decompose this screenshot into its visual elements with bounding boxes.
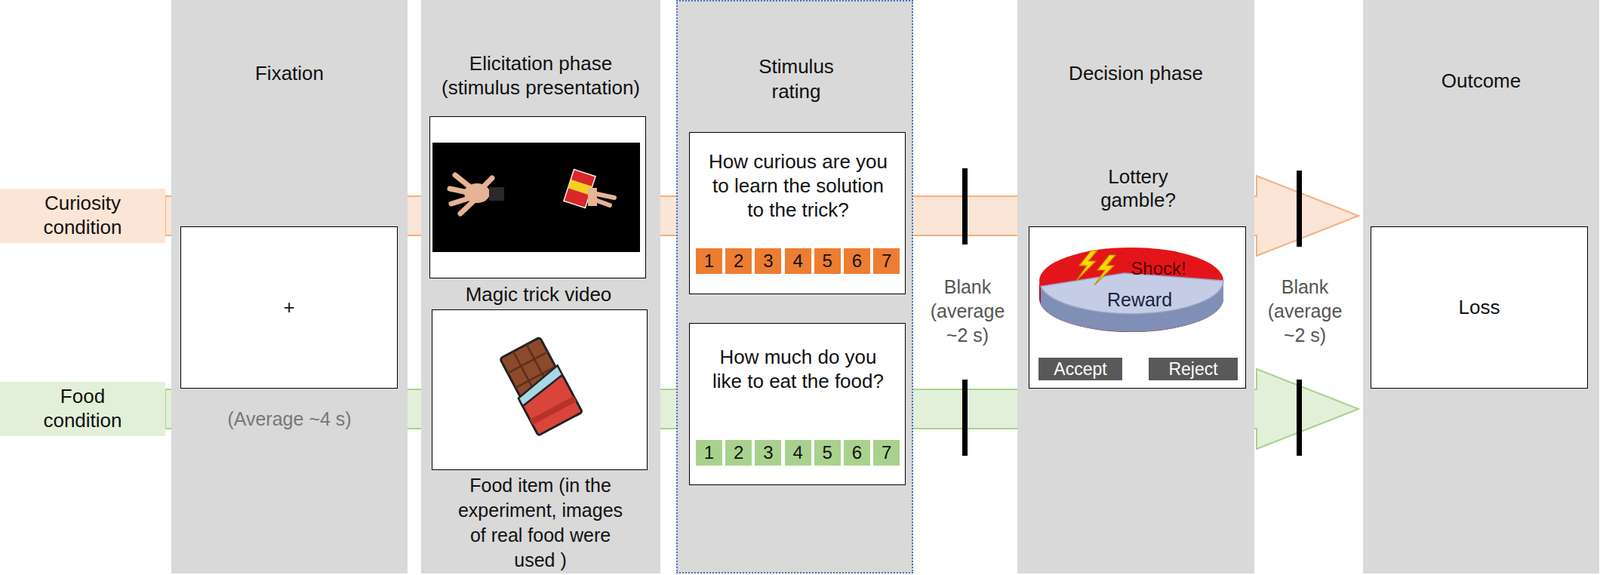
rating-option: 7	[873, 440, 900, 466]
blank-marker	[962, 168, 968, 245]
node-text: 7	[873, 249, 900, 272]
rating-box: How curious are you to learn the solutio…	[689, 132, 906, 295]
outcome-box: Loss	[1370, 226, 1588, 389]
node-text: Magic trick video	[425, 283, 653, 308]
rating-option: 6	[843, 248, 871, 274]
phase-column: Stimulus ratingHow curious are you to le…	[676, 0, 914, 574]
rating-option: 1	[695, 248, 723, 274]
interval-note: Blank (average ~2 s)	[922, 274, 1013, 348]
blank-marker	[1296, 170, 1302, 247]
stimulus-box: Food item (in the experiment, images of …	[431, 309, 648, 471]
screen-box: +	[180, 226, 398, 389]
node-text: 6	[843, 441, 871, 464]
node-text: 5	[814, 441, 841, 464]
interval-note: Blank (average ~2 s)	[1255, 274, 1354, 348]
node-text: How curious are you to learn the solutio…	[704, 149, 893, 222]
rating-option: 6	[843, 440, 871, 466]
node-text: Decision phase	[1022, 61, 1250, 87]
phase-column: Fixation (Average ~4 s) +	[171, 0, 408, 574]
rating-option: 3	[754, 440, 782, 466]
choice-button: Accept	[1038, 357, 1123, 381]
node-text: Accept	[1038, 358, 1123, 380]
rating-option: 4	[784, 440, 812, 466]
rating-option: 4	[784, 248, 812, 274]
rating-option: 5	[814, 440, 841, 466]
phase-column: Decision phaseLottery gamble? Accept Rejec…	[1017, 0, 1255, 574]
node-text: Elicitation phase (stimulus presentation…	[427, 51, 655, 100]
rating-option: 3	[754, 248, 782, 274]
node-text: Food condition	[22, 384, 144, 433]
phase-column: Elicitation phase (stimulus presentation…	[421, 0, 661, 574]
node-text: Lottery gamble?	[1089, 165, 1188, 213]
decision-box: Lottery gamble?AcceptReject	[1028, 226, 1247, 389]
phase-column: OutcomeLoss	[1363, 0, 1600, 574]
rating-option: 2	[725, 248, 752, 274]
node-text: 5	[814, 249, 841, 272]
blank-marker	[1296, 379, 1302, 456]
node-text: 3	[754, 249, 782, 272]
node-text: 6	[843, 249, 871, 272]
node-subtext: (Average ~4 s)	[184, 407, 396, 431]
node-text: 7	[873, 441, 900, 464]
node-text: Food item (in the experiment, images of …	[449, 473, 631, 573]
node-text: How much do you like to eat the food?	[708, 344, 889, 394]
node-text: 2	[725, 441, 752, 464]
rating-option: 2	[725, 440, 752, 466]
rating-option: 1	[695, 440, 723, 466]
node-text: 4	[784, 249, 812, 272]
node-text: Stimulus rating	[735, 54, 857, 105]
node-text: Outcome	[1375, 69, 1588, 94]
rating-option: 7	[873, 248, 900, 274]
node-text: Curiosity condition	[22, 191, 144, 240]
node-text: Fixation	[184, 61, 396, 87]
rating-option: 5	[814, 248, 841, 274]
stimulus-box: Magic trick video	[429, 116, 647, 279]
choice-button: Reject	[1148, 357, 1238, 381]
rating-box: How much do you like to eat the food? 123…	[689, 323, 906, 486]
node-text: Reject	[1148, 358, 1238, 380]
condition-label: Curiosity condition	[0, 188, 166, 244]
node-text: 3	[754, 441, 782, 464]
node-text: 4	[784, 441, 812, 464]
node-text: 1	[695, 249, 723, 272]
node-text: Loss	[1371, 295, 1588, 320]
node-text: +	[181, 295, 397, 320]
condition-label: Food condition	[0, 381, 166, 437]
node-text: 1	[695, 441, 723, 464]
blank-marker	[962, 379, 968, 456]
node-text: 2	[725, 249, 752, 272]
